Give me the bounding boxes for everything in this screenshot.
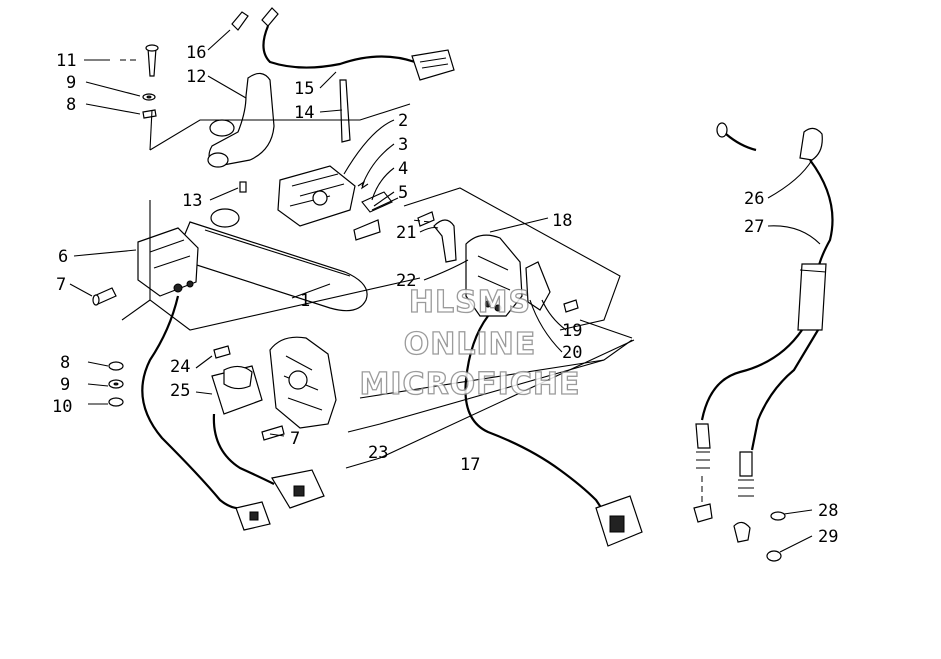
callout-9-upper: 9 xyxy=(66,73,76,93)
callout-17: 17 xyxy=(460,455,480,475)
callout-15: 15 xyxy=(294,79,314,99)
throttle-block-part-6 xyxy=(137,227,199,297)
callout-20: 20 xyxy=(562,343,582,363)
harness-sleeve xyxy=(797,263,827,331)
callout-11: 11 xyxy=(56,51,76,71)
brake-switch-lead-17 xyxy=(464,315,605,513)
assembly-outline-center xyxy=(345,187,635,469)
ring-part-29 xyxy=(766,550,782,562)
watermark-line-1: HLSMS xyxy=(409,285,531,320)
screw-part-19 xyxy=(563,299,579,313)
leader-lines xyxy=(69,29,821,553)
callout-12: 12 xyxy=(186,67,206,87)
terminal-right xyxy=(738,451,754,497)
handlebar-part-1 xyxy=(174,208,368,312)
washer-stack-lower xyxy=(108,361,124,407)
callout-21: 21 xyxy=(396,223,416,243)
harness-part-26 xyxy=(716,122,823,161)
screw-part-24 xyxy=(213,345,231,359)
callout-16: 16 xyxy=(186,43,206,63)
watermark-line-3: MICROFICHE xyxy=(360,367,581,402)
springs-parts-3-4-5 xyxy=(353,180,399,241)
harness-branch-right xyxy=(750,329,819,451)
switch-block-part-25 xyxy=(211,365,263,415)
callout-13: 13 xyxy=(182,191,202,211)
assembly-outline-left xyxy=(121,103,421,331)
watermark: HLSMS ONLINE MICROFICHE xyxy=(359,284,581,402)
screw-part-22 xyxy=(417,211,435,227)
callout-4: 4 xyxy=(398,159,408,179)
callout-7-upper: 7 xyxy=(56,275,66,295)
switch-housing-part-23 xyxy=(269,336,337,429)
harness-branch-left xyxy=(700,329,803,421)
clip-part-21 xyxy=(433,219,457,263)
callout-9-lower: 9 xyxy=(60,375,70,395)
callout-29: 29 xyxy=(818,527,838,547)
watermark-line-2: ONLINE xyxy=(404,327,537,362)
throttle-lever-part-12 xyxy=(207,72,275,193)
callout-27: 27 xyxy=(744,217,764,237)
connector-plug-left xyxy=(235,501,271,531)
terminal-left xyxy=(695,423,711,469)
callout-3: 3 xyxy=(398,135,408,155)
ring-part-28 xyxy=(770,511,786,521)
cap-left xyxy=(693,503,713,523)
callout-28: 28 xyxy=(818,501,838,521)
callout-7-lower: 7 xyxy=(290,429,300,449)
callout-5: 5 xyxy=(398,183,408,203)
boot-part-29 xyxy=(733,521,751,543)
callout-6: 6 xyxy=(58,247,68,267)
throttle-housing-top xyxy=(277,165,356,227)
callout-2: 2 xyxy=(398,111,408,131)
kill-switch-lead xyxy=(141,295,245,510)
callout-8-upper: 8 xyxy=(66,95,76,115)
connector-plug-right xyxy=(595,495,643,547)
lever-part-20 xyxy=(525,261,551,311)
callout-10: 10 xyxy=(52,397,72,417)
screw-part-7-lower xyxy=(261,425,285,441)
connector-plug-middle xyxy=(271,469,325,509)
callout-23: 23 xyxy=(368,443,388,463)
callout-8-lower: 8 xyxy=(60,353,70,373)
brake-switch-housing-part-18 xyxy=(465,234,523,317)
callout-1: 1 xyxy=(300,291,310,311)
callout-19: 19 xyxy=(562,321,582,341)
pin-washer-stack-top xyxy=(142,44,159,119)
callout-26: 26 xyxy=(744,189,764,209)
switch-lead xyxy=(212,413,275,485)
callout-25: 25 xyxy=(170,381,190,401)
wiring-harness-part-15 xyxy=(231,7,455,143)
screw-part-7-left xyxy=(92,287,117,306)
callout-14: 14 xyxy=(294,103,314,123)
callout-24: 24 xyxy=(170,357,190,377)
callout-22: 22 xyxy=(396,271,416,291)
callout-18: 18 xyxy=(552,211,572,231)
harness-lead-27 xyxy=(809,159,834,271)
